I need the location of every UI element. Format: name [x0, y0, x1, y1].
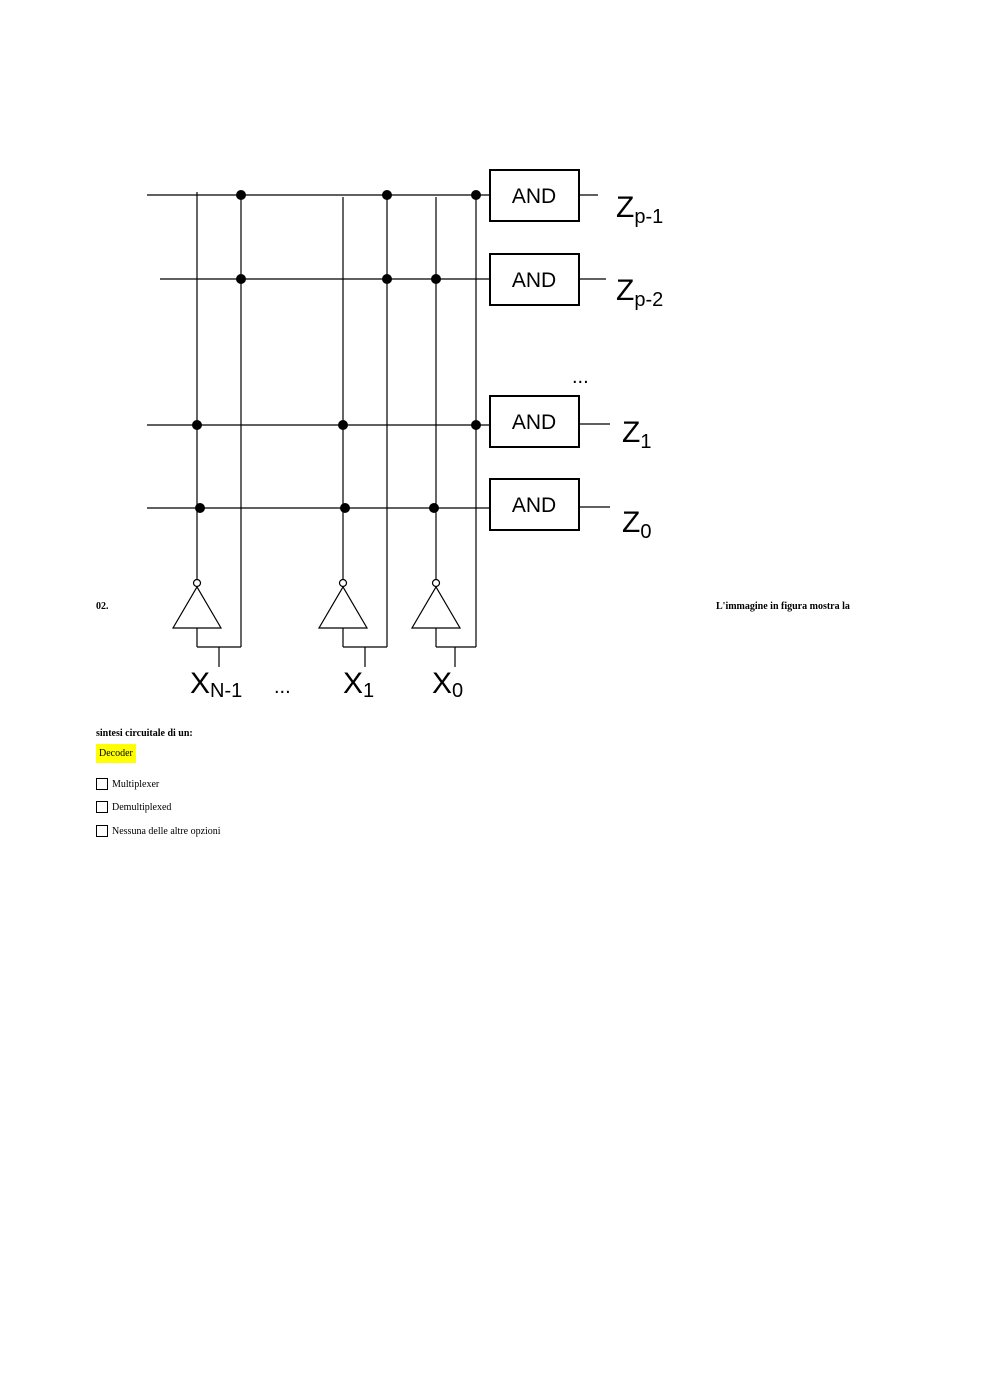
option-label: Multiplexer [112, 778, 160, 790]
answer-option-none[interactable]: Nessuna delle altre opzioni [96, 824, 221, 838]
checkbox[interactable] [96, 778, 108, 790]
question-number: 02. [96, 601, 109, 612]
question-text: L'immagine in figura mostra la [716, 601, 850, 612]
option-label: Decoder [99, 748, 133, 759]
output-label-z1: Z1 [622, 416, 651, 453]
output-label-zp2: Zp-2 [616, 274, 663, 311]
checkbox[interactable] [96, 825, 108, 837]
checkbox[interactable] [96, 801, 108, 813]
answer-option-decoder[interactable]: Decoder [96, 744, 136, 763]
question-text-continued: sintesi circuitale di un: [96, 728, 193, 739]
option-label: Nessuna delle altre opzioni [112, 825, 221, 837]
answer-option-multiplexer[interactable]: Multiplexer [96, 777, 159, 791]
and-gate-label: AND [512, 494, 556, 517]
and-gate-label: AND [512, 269, 556, 292]
output-label-zp1: Zp-1 [616, 191, 663, 228]
and-gate-label: AND [512, 185, 556, 208]
input-label-xn1: XN-1 [190, 667, 242, 702]
input-label-x0: X0 [432, 667, 463, 702]
ellipsis: ... [572, 366, 589, 388]
output-label-z0: Z0 [622, 506, 651, 543]
option-label: Demultiplexed [112, 801, 172, 813]
decoder-circuit-diagram: AND AND AND AND Zp-1 Zp-2 Z1 Z0 ... XN-1… [147, 169, 663, 702]
ellipsis: ... [274, 676, 291, 698]
answer-option-demultiplexed[interactable]: Demultiplexed [96, 800, 171, 814]
and-gate-label: AND [512, 411, 556, 434]
input-label-x1: X1 [343, 667, 374, 702]
